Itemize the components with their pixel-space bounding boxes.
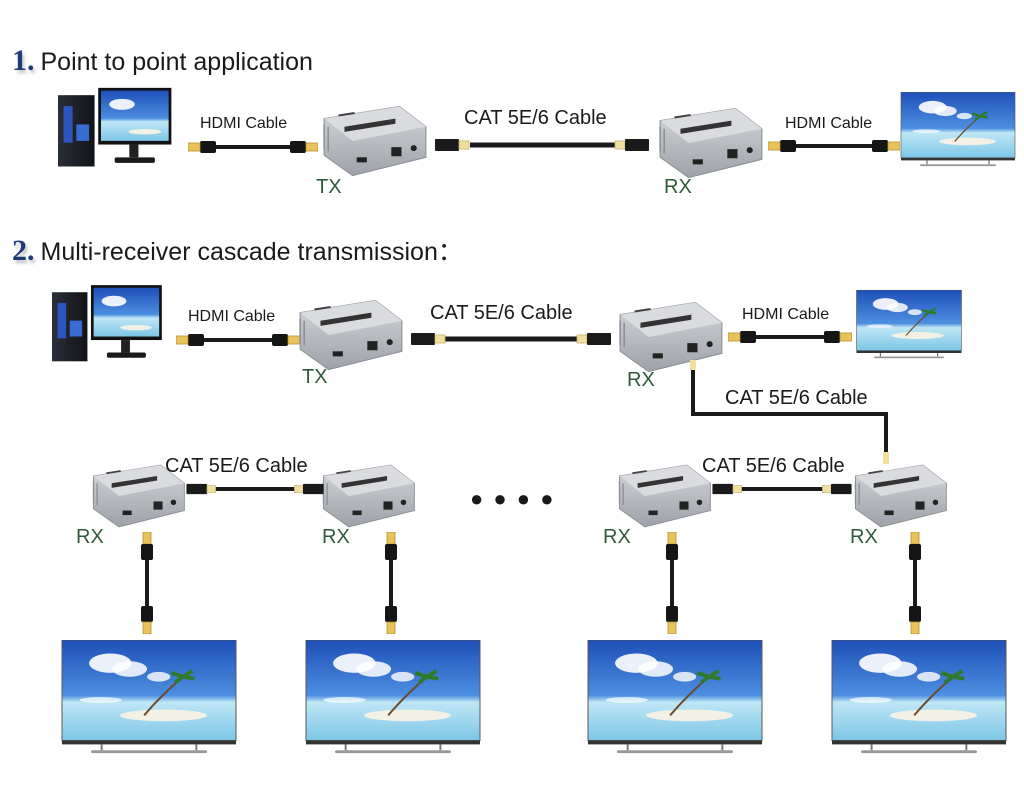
- hdmi-connector: [290, 140, 318, 154]
- hdmi-vertical-cable-4: [908, 532, 922, 634]
- rj45-connector: [186, 483, 216, 495]
- source-computer-2: [52, 285, 162, 362]
- section-1-heading: Point to point application: [40, 48, 313, 76]
- display-tv-3: [62, 640, 236, 753]
- label-cat-cable-pair-left: CAT 5E/6 Cable: [165, 455, 308, 477]
- label-cat-cable-2-main: CAT 5E/6 Cable: [430, 302, 573, 324]
- label-rx-1: RX: [664, 176, 692, 198]
- hdmi-connector: [176, 333, 204, 347]
- display-tv-1: [900, 92, 1016, 168]
- label-rx-unit-4: RX: [850, 526, 878, 548]
- rx-extender-1: [659, 107, 763, 179]
- section-1-number: 1.: [12, 44, 35, 77]
- section-2-heading: Multi-receiver cascade transmission：: [40, 238, 463, 266]
- display-tv-6: [832, 640, 1006, 753]
- label-cat-cable-2-cascade: CAT 5E/6 Cable: [725, 387, 868, 409]
- label-tx-2: TX: [302, 366, 328, 388]
- rj45-connector: [883, 452, 889, 464]
- rj45-connector: [294, 483, 324, 495]
- label-cat-cable-1: CAT 5E/6 Cable: [464, 107, 607, 129]
- label-cat-cable-pair-right: CAT 5E/6 Cable: [702, 455, 845, 477]
- label-tx-1: TX: [316, 176, 342, 198]
- section-2-number: 2.: [12, 234, 35, 267]
- hdmi-vertical-cable-1: [140, 532, 154, 634]
- rj45-connector: [712, 483, 742, 495]
- label-hdmi-cable-2-right: HDMI Cable: [742, 306, 830, 323]
- rj45-connector: [822, 483, 852, 495]
- label-rx-unit-2: RX: [322, 526, 350, 548]
- label-hdmi-cable-1-left: HDMI Cable: [200, 115, 288, 132]
- label-rx-unit-3: RX: [603, 526, 631, 548]
- label-hdmi-cable-2-left: HDMI Cable: [188, 308, 276, 325]
- hdmi-connector: [188, 140, 216, 154]
- label-hdmi-cable-1-right: HDMI Cable: [785, 115, 873, 132]
- hdmi-connector: [872, 139, 900, 153]
- section-1-title: 1. Point to point application: [12, 44, 313, 78]
- rj45-connector: [614, 138, 650, 152]
- display-tv-2: [856, 290, 962, 360]
- hdmi-connector: [272, 333, 300, 347]
- rj45-connector: [576, 332, 612, 346]
- label-rx-unit-1: RX: [76, 526, 104, 548]
- rx-unit-2: [322, 464, 416, 528]
- rx-unit-4: [854, 464, 948, 528]
- rj45-connector: [434, 138, 470, 152]
- tx-extender-1: [323, 105, 427, 177]
- hdmi-vertical-cable-3: [665, 532, 679, 634]
- rj45-connector: [690, 360, 696, 370]
- source-computer-1: [58, 87, 172, 167]
- rx-extender-2-main: [619, 301, 723, 373]
- hdmi-connector: [824, 330, 852, 344]
- hdmi-connector: [768, 139, 796, 153]
- rj45-connector: [410, 332, 446, 346]
- label-rx-2-main: RX: [627, 369, 655, 391]
- hdmi-vertical-cable-2: [384, 532, 398, 634]
- display-tv-5: [588, 640, 762, 753]
- hdmi-connector: [728, 330, 756, 344]
- ellipsis-more-receivers: ● ● ● ●: [470, 486, 556, 511]
- section-2-title: 2. Multi-receiver cascade transmission：: [12, 232, 463, 268]
- rx-unit-3: [618, 464, 712, 528]
- cat-cable-2-cascade: [691, 366, 888, 456]
- tx-extender-2: [299, 299, 403, 371]
- display-tv-4: [306, 640, 480, 753]
